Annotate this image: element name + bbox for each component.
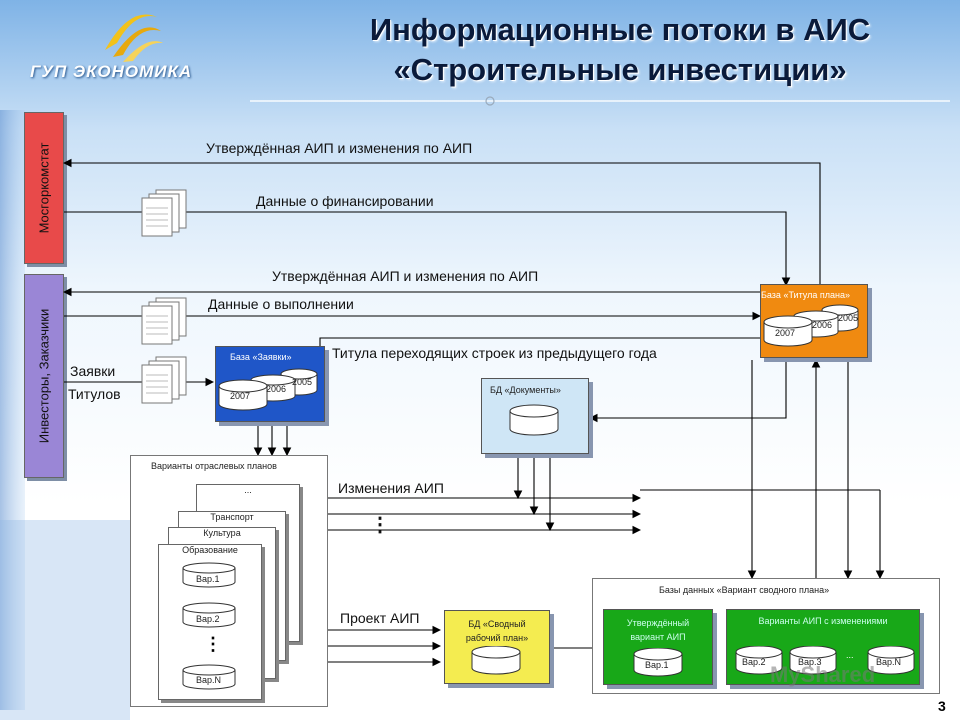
db-titles-year-1: 2007 bbox=[775, 328, 796, 338]
flow-label-financing: Данные о финансировании bbox=[256, 193, 434, 209]
approved-variant-title-1: Утверждённый bbox=[626, 618, 690, 628]
flow-label-approved-aip-2: Утверждённая АИП и изменения по АИП bbox=[272, 268, 539, 284]
flow-label-titles-carryover: Титула переходящих строек из предыдущего… bbox=[332, 345, 657, 361]
db-documents-title: БД «Документы» bbox=[490, 385, 561, 395]
flow-ellipsis: ⋮ bbox=[370, 514, 390, 536]
db-working-plan-title-1: БД «Сводный bbox=[468, 619, 526, 629]
branch-sheet-education-label: Образование bbox=[182, 545, 238, 555]
db-requests-title: База «Заявки» bbox=[230, 352, 292, 362]
db-titles-cylinders bbox=[763, 304, 859, 347]
db-requests-cylinders bbox=[218, 368, 318, 411]
flow-label-approved-aip-1: Утверждённая АИП и изменения по АИП bbox=[206, 140, 473, 156]
page-title: Информационные потоки в АИС «Строительны… bbox=[300, 10, 940, 90]
db-titles-year-2: 2006 bbox=[812, 320, 833, 330]
investors-box: Инвесторы, Заказчики bbox=[24, 274, 64, 478]
changes-variant-ellipsis: ... bbox=[846, 650, 854, 660]
db-working-plan-title-2: рабочий план» bbox=[465, 633, 529, 643]
db-documents-cylinder bbox=[509, 404, 559, 436]
branch-variant-ellipsis: ⋮ bbox=[204, 634, 222, 654]
logo-text: ГУП ЭКОНОМИКА bbox=[30, 62, 193, 81]
flow-label-requests-2: Титулов bbox=[68, 386, 121, 402]
approved-variant-box: Утверждённый вариант АИП bbox=[603, 609, 713, 685]
branch-plans-title: Варианты отраслевых планов bbox=[151, 461, 277, 471]
mosgorkomstat-box: Мосгоркомстат bbox=[24, 112, 64, 264]
db-requests-year-2: 2006 bbox=[266, 384, 287, 394]
db-working-plan-cylinder bbox=[471, 646, 521, 675]
company-logo-icon bbox=[105, 14, 163, 62]
document-stack-icon bbox=[141, 356, 187, 404]
flow-label-requests-1: Заявки bbox=[70, 363, 116, 379]
changes-variant-3: Вар.3 bbox=[798, 657, 822, 667]
db-titles-title: База «Титула плана» bbox=[761, 290, 850, 300]
flow-label-aip-changes: Изменения АИП bbox=[338, 480, 444, 496]
db-requests-year-3: 2005 bbox=[292, 377, 313, 387]
branch-variant-n: Вар.N bbox=[196, 675, 222, 685]
db-titles-year-3: 2005 bbox=[838, 313, 859, 323]
branch-sheet-transport-label: Транспорт bbox=[210, 512, 254, 522]
title-line-1: Информационные потоки в АИС bbox=[369, 12, 871, 47]
document-stack-icon bbox=[141, 297, 187, 345]
db-documents-box: БД «Документы» bbox=[481, 378, 589, 454]
changes-variants-cylinders bbox=[735, 646, 915, 675]
approved-variant-title: Утверждённый вариант АИП bbox=[604, 616, 712, 644]
approved-variant-cylinder bbox=[633, 648, 683, 677]
changes-variants-title: Варианты АИП с изменениями bbox=[758, 616, 888, 626]
approved-variant-title-2: вариант АИП bbox=[630, 632, 686, 642]
watermark: MyShared bbox=[770, 662, 876, 687]
variant-dbs-title: Базы данных «Вариант сводного плана» bbox=[659, 585, 830, 595]
approved-variant-var: Вар.1 bbox=[645, 660, 669, 670]
document-stack-icon bbox=[141, 189, 187, 237]
branch-variant-2: Вар.2 bbox=[196, 614, 220, 624]
page-number: 3 bbox=[938, 698, 946, 714]
changes-variant-2: Вар.2 bbox=[742, 657, 766, 667]
branch-sheet-more-label: ... bbox=[244, 485, 252, 495]
branch-sheet-culture-label: Культура bbox=[203, 528, 241, 538]
branch-variant-cylinders bbox=[182, 562, 236, 690]
branch-variant-1: Вар.1 bbox=[196, 574, 220, 584]
title-line-2: «Строительные инвестиции» bbox=[393, 52, 847, 87]
db-requests-year-1: 2007 bbox=[230, 391, 251, 401]
db-working-plan-title: БД «Сводный рабочий план» bbox=[445, 617, 549, 645]
changes-variant-n: Вар.N bbox=[876, 657, 902, 667]
flow-label-aip-project: Проект АИП bbox=[340, 610, 420, 626]
flow-label-execution: Данные о выполнении bbox=[208, 296, 354, 312]
